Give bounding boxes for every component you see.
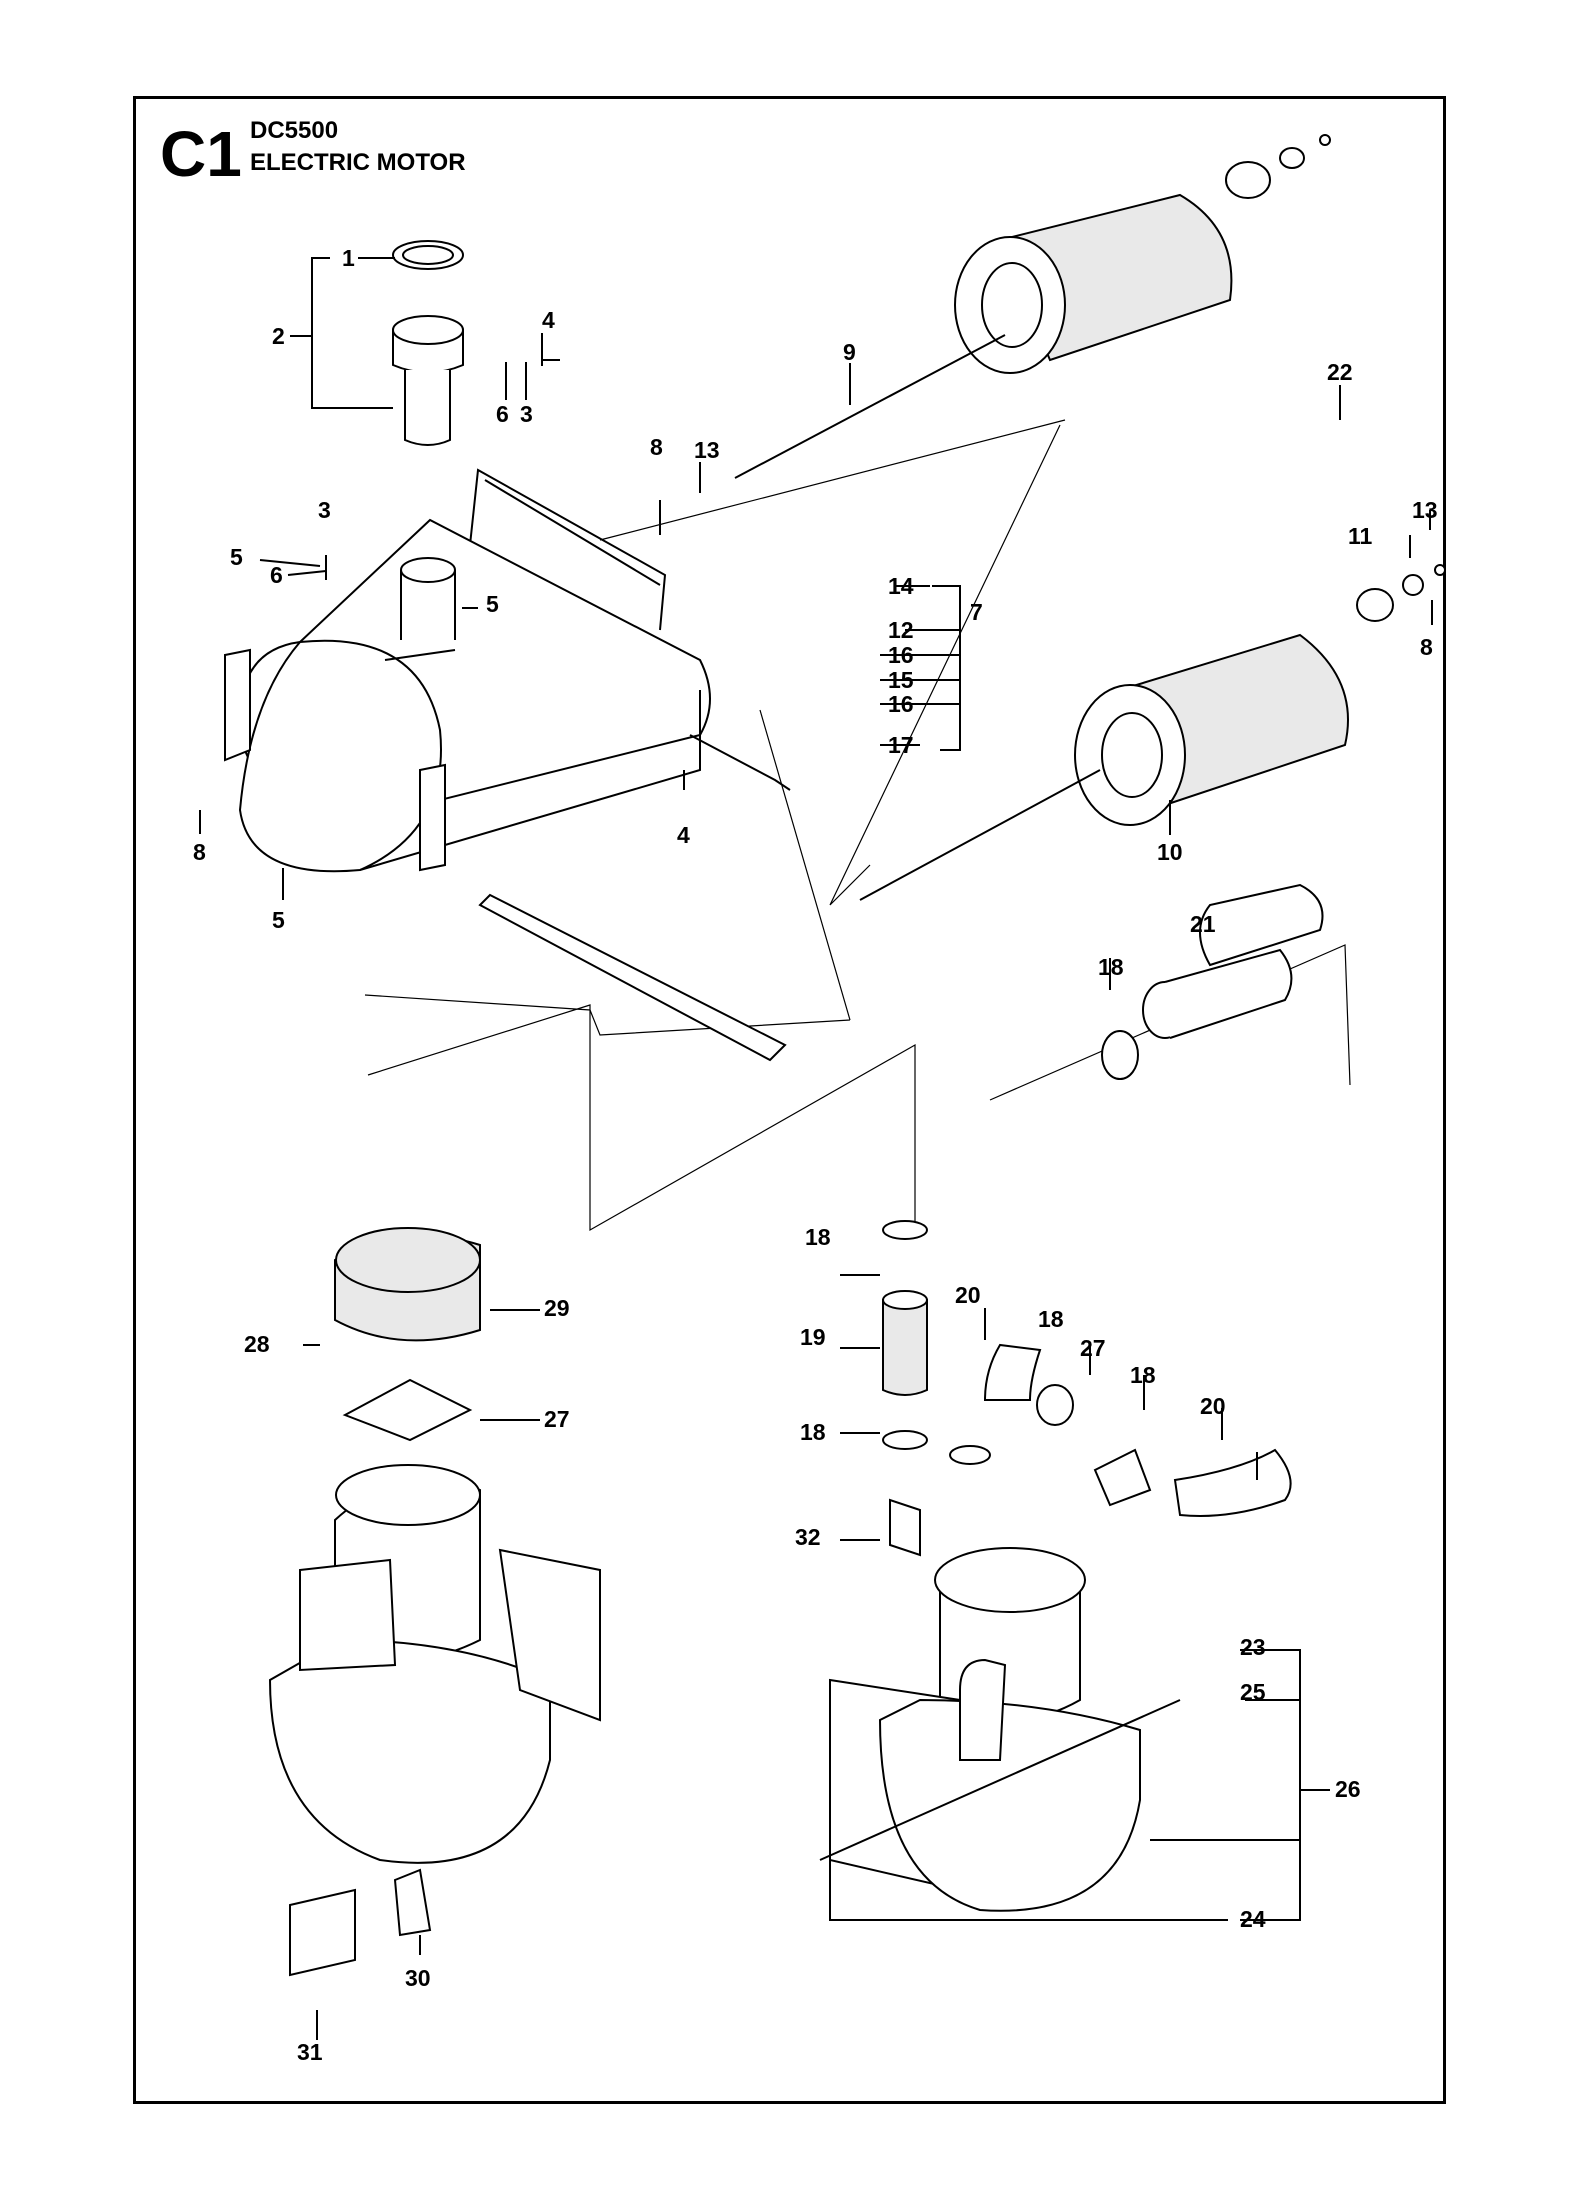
callout-8-left: 8 [193,839,206,865]
callout-9: 9 [843,339,856,365]
callout-4-top: 4 [542,307,555,333]
callout-31: 31 [297,2039,323,2065]
callout-11: 11 [1348,523,1373,549]
rod-10 [859,769,1101,901]
callout-18-a: 18 [1098,954,1124,980]
callout-2: 2 [272,323,285,349]
callout-25: 25 [1240,1679,1266,1705]
diagram-title: ELECTRIC MOTOR [250,149,466,176]
callout-18-b: 18 [805,1224,831,1250]
callout-14: 14 [888,573,914,599]
callout-3-left: 3 [318,497,331,523]
callout-20-b: 20 [1200,1393,1226,1419]
callout-8-right: 8 [1420,634,1433,660]
rod-9 [734,334,1006,479]
callout-6-left: 6 [270,562,283,588]
hose-parts [882,883,1324,1557]
filter-cartridge-top [954,134,1331,374]
callout-27-right: 27 [1080,1335,1106,1361]
callout-13-top: 13 [694,437,720,463]
callout-labels: 1 2 3 4 6 9 13 8 3 5 6 5 14 7 12 16 15 1… [193,245,1438,2065]
callout-12: 12 [888,617,914,643]
callout-22: 22 [1327,359,1353,385]
callout-18-d: 18 [1130,1362,1156,1388]
callout-26: 26 [1335,1776,1361,1802]
callout-20-a: 20 [955,1282,981,1308]
diagram-code: C1 [160,118,242,190]
callout-7: 7 [970,599,983,625]
page-frame [133,96,1446,2104]
callout-18-e: 18 [800,1419,826,1445]
filler-cap-assembly [392,240,464,446]
callout-4-bottom: 4 [677,822,690,848]
callout-32: 32 [795,1524,821,1550]
callout-24: 24 [1240,1906,1266,1932]
callout-21: 21 [1190,911,1216,937]
callout-16-b: 16 [888,691,914,717]
model-number: DC5500 [250,117,338,144]
callout-29: 29 [544,1295,570,1321]
leader-lines [199,257,1433,2040]
callout-30: 30 [405,1965,431,1991]
callout-16-a: 16 [888,642,914,668]
callout-18-c: 18 [1038,1306,1064,1332]
callout-28: 28 [244,1331,270,1357]
callout-15: 15 [888,667,914,693]
callout-5-left: 5 [230,544,243,570]
callout-8-mid: 8 [650,434,663,460]
callout-3-top: 3 [520,401,533,427]
filter-housing [224,468,791,873]
callout-5-mid: 5 [486,591,499,617]
callout-17: 17 [888,732,914,758]
motor-left [268,1227,601,1977]
callout-10: 10 [1157,839,1183,865]
callout-1: 1 [342,245,355,271]
motor-right [819,1547,1181,1912]
scraper-blade [478,893,787,1062]
callout-27-left: 27 [544,1406,570,1432]
callout-6-top: 6 [496,401,509,427]
callout-23: 23 [1240,1634,1266,1660]
callout-13-right: 13 [1412,497,1438,523]
callout-5-bottom: 5 [272,907,285,933]
callout-19: 19 [800,1324,826,1350]
filter-cartridge-middle [1074,564,1446,826]
